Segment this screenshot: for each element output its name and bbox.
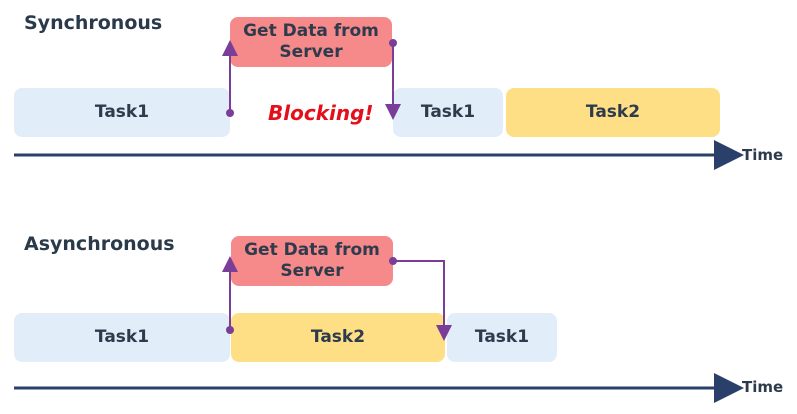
asynchronous-title: Asynchronous: [24, 233, 175, 255]
async-task1-resume-box: Task1: [447, 313, 557, 362]
synchronous-title: Synchronous: [24, 12, 163, 34]
sync-time-label: Time: [742, 146, 784, 164]
blocking-label: Blocking!: [268, 101, 374, 125]
async-task1-box: Task1: [14, 313, 230, 362]
sync-task1-box: Task1: [14, 88, 230, 137]
sync-task2-box: Task2: [506, 88, 720, 137]
async-response-arrow: [393, 260, 452, 341]
async-get-data-box: Get Data from Server: [231, 236, 393, 286]
sync-task1-resume-box: Task1: [393, 88, 503, 137]
async-task2-box: Task2: [231, 313, 445, 362]
sync-get-data-box: Get Data from Server: [230, 17, 392, 67]
async-time-label: Time: [742, 378, 784, 396]
